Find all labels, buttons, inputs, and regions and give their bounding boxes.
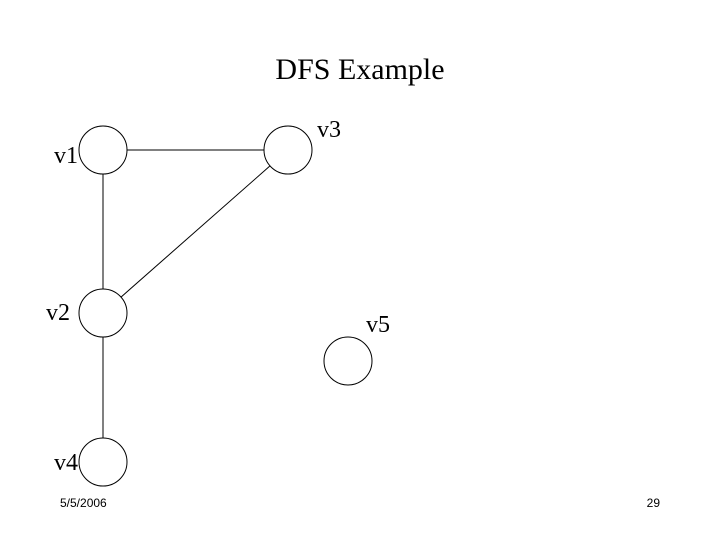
slide-title: DFS Example <box>275 53 445 86</box>
labels-layer: v1 v2 v3 v4 v5 <box>46 117 390 476</box>
node-label-v2: v2 <box>46 300 70 326</box>
node-label-v4: v4 <box>54 450 78 476</box>
edges-layer <box>102 149 271 438</box>
node-v5 <box>323 336 373 386</box>
node-v4 <box>78 437 128 487</box>
node-v1 <box>78 125 128 175</box>
node-label-v1: v1 <box>54 143 78 169</box>
node-label-v5: v5 <box>366 312 390 338</box>
node-v2 <box>78 288 128 338</box>
footer-date: 5/5/2006 <box>60 496 107 510</box>
nodes-layer <box>78 125 373 487</box>
node-v3 <box>263 125 313 175</box>
footer-page-number: 29 <box>646 496 660 510</box>
node-label-v3: v3 <box>317 117 341 143</box>
edge-v2-v3 <box>120 165 271 298</box>
